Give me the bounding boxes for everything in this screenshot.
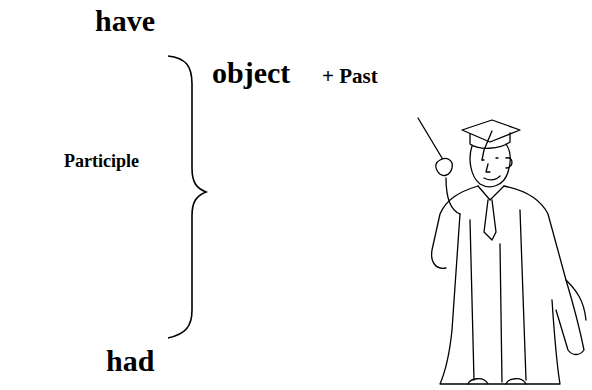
curly-brace bbox=[168, 56, 206, 338]
teacher-figure bbox=[418, 118, 586, 384]
verb-label: have bbox=[95, 6, 155, 36]
pattern-label: object bbox=[212, 58, 290, 88]
bracket-label: Participle bbox=[64, 152, 139, 170]
pattern-label: + Past bbox=[322, 66, 378, 87]
verb-label: had bbox=[106, 346, 154, 376]
